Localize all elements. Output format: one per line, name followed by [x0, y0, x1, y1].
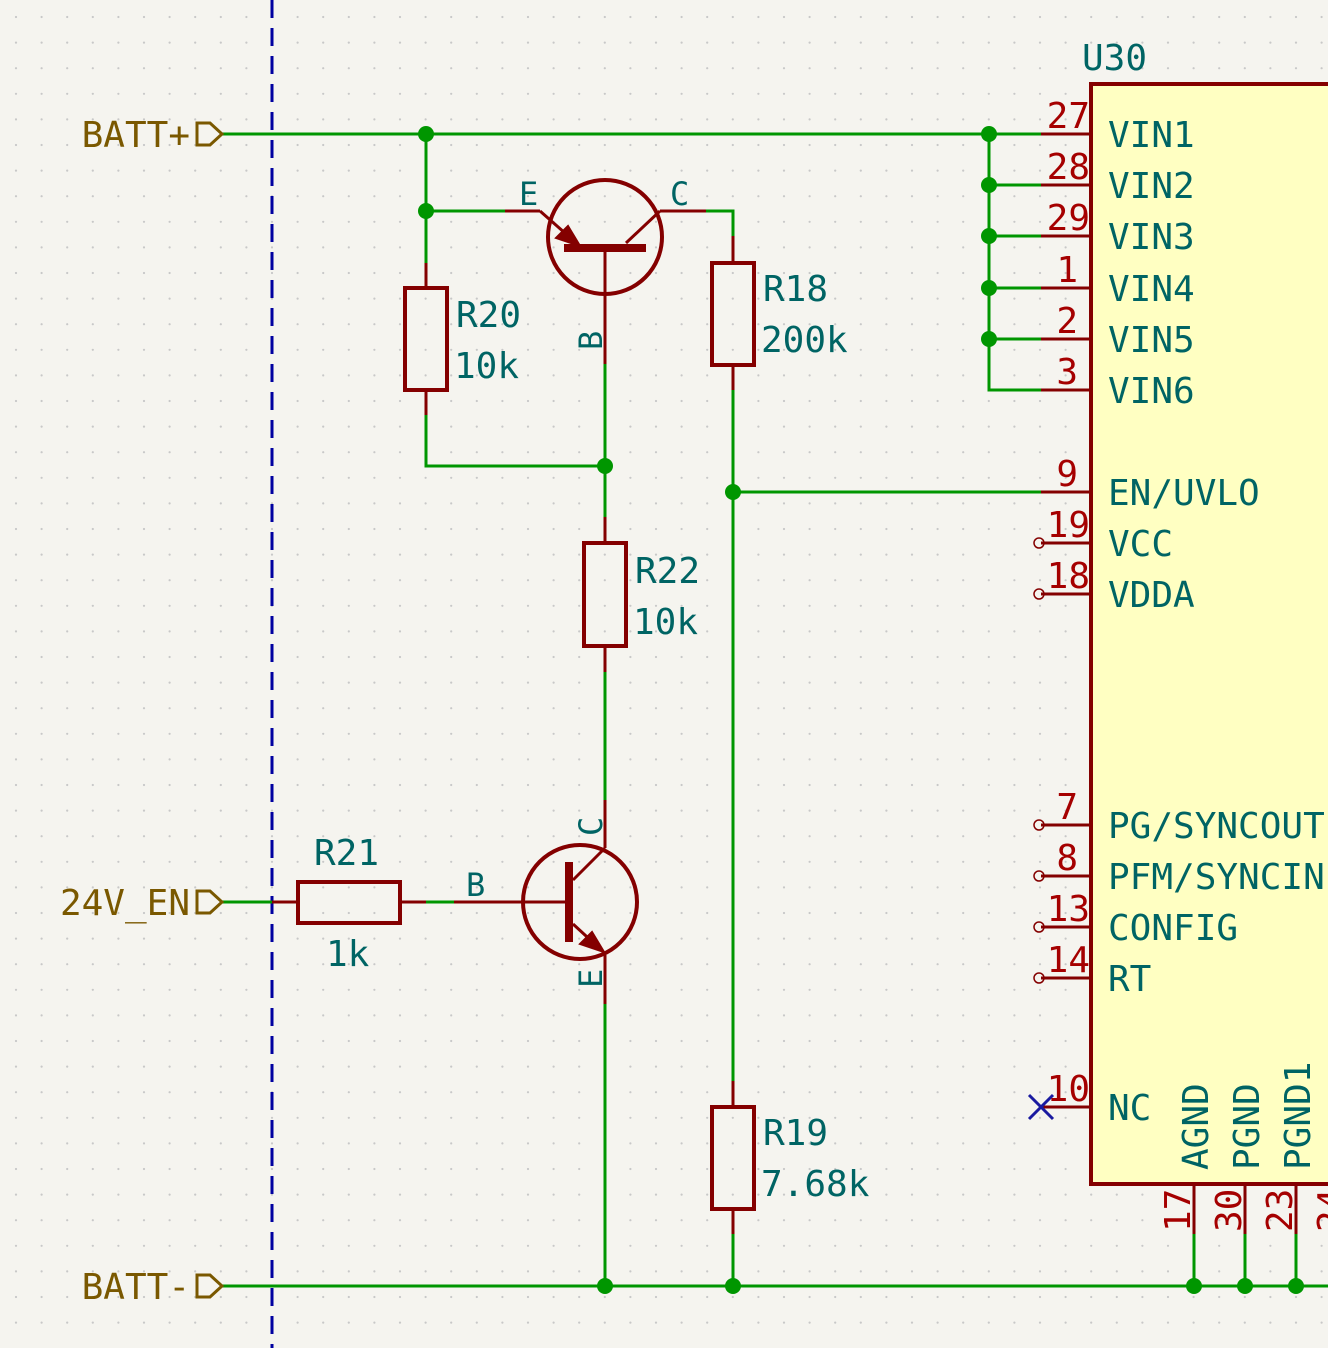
- svg-text:17: 17: [1158, 1189, 1199, 1232]
- no-connect-icon: [1027, 1093, 1055, 1121]
- r18-value: 200k: [761, 320, 848, 361]
- svg-text:PG/SYNCOUT: PG/SYNCOUT: [1108, 806, 1325, 847]
- svg-text:VIN4: VIN4: [1108, 269, 1195, 310]
- svg-text:VIN6: VIN6: [1108, 371, 1195, 412]
- svg-text:PGND: PGND: [1227, 1083, 1268, 1170]
- npn-base-label: B: [466, 866, 485, 904]
- svg-text:27: 27: [1047, 96, 1090, 137]
- r22-value: 10k: [633, 602, 698, 643]
- svg-text:10: 10: [1047, 1069, 1090, 1110]
- pnp-transistor[interactable]: E C B: [505, 175, 706, 364]
- wires: [222, 132, 1328, 1288]
- resistor-r19[interactable]: R19 7.68k: [710, 1081, 870, 1234]
- svg-text:VDDA: VDDA: [1108, 575, 1195, 616]
- ic-unconnected-pin-markers: [1033, 537, 1045, 984]
- ic-left-pin-names: VIN1 VIN2 VIN3 VIN4 VIN5 VIN6 EN/UVLO VC…: [1108, 115, 1325, 1129]
- svg-text:7: 7: [1056, 787, 1078, 828]
- resistor-r21[interactable]: R21 1k: [272, 833, 426, 975]
- svg-text:BATT+: BATT+: [82, 115, 190, 156]
- resistor-r20[interactable]: R20 10k: [403, 263, 521, 415]
- svg-text:PFM/SYNCIN: PFM/SYNCIN: [1108, 857, 1325, 898]
- ic-bottom-pin-numbers: 17 30 23 24: [1158, 1189, 1328, 1232]
- r19-ref: R19: [763, 1113, 828, 1154]
- svg-text:19: 19: [1047, 505, 1090, 546]
- resistor-r18[interactable]: R18 200k: [710, 236, 848, 390]
- r21-value: 1k: [326, 934, 370, 975]
- svg-text:AGND: AGND: [1176, 1083, 1217, 1170]
- ic-u30-body[interactable]: [1089, 82, 1328, 1186]
- svg-text:VIN1: VIN1: [1108, 115, 1195, 156]
- ic-bottom-pin-names: AGND PGND PGND1: [1176, 1062, 1319, 1170]
- svg-text:24V_EN: 24V_EN: [60, 883, 190, 924]
- r18-ref: R18: [763, 269, 828, 310]
- pnp-base-label: B: [572, 331, 610, 350]
- svg-text:30: 30: [1209, 1189, 1250, 1232]
- svg-text:BATT-: BATT-: [82, 1267, 190, 1308]
- ic-u30-bottom-pins: [1192, 1184, 1298, 1234]
- npn-emitter-label: E: [572, 969, 610, 988]
- svg-text:9: 9: [1056, 454, 1078, 495]
- svg-text:RT: RT: [1108, 959, 1151, 1000]
- junction-dots: [418, 126, 1304, 1294]
- svg-text:2: 2: [1056, 301, 1078, 342]
- svg-text:NC: NC: [1108, 1088, 1151, 1129]
- svg-text:1: 1: [1056, 250, 1078, 291]
- r19-value: 7.68k: [761, 1164, 870, 1205]
- svg-text:PGND1: PGND1: [1278, 1062, 1319, 1170]
- svg-text:23: 23: [1260, 1189, 1301, 1232]
- npn-transistor[interactable]: B C E: [454, 800, 639, 1004]
- r22-ref: R22: [635, 551, 700, 592]
- svg-text:13: 13: [1047, 889, 1090, 930]
- svg-text:CONFIG: CONFIG: [1108, 908, 1238, 949]
- svg-text:3: 3: [1056, 352, 1078, 393]
- r20-ref: R20: [456, 295, 521, 336]
- global-label-batt-pos[interactable]: BATT+: [82, 115, 225, 156]
- svg-text:8: 8: [1056, 838, 1078, 879]
- r21-ref: R21: [314, 833, 379, 874]
- global-label-24v-en[interactable]: 24V_EN: [60, 883, 225, 924]
- svg-text:EN/UVLO: EN/UVLO: [1108, 473, 1260, 514]
- svg-text:VIN2: VIN2: [1108, 166, 1195, 207]
- svg-text:18: 18: [1047, 556, 1090, 597]
- r20-value: 10k: [454, 346, 519, 387]
- svg-text:29: 29: [1047, 198, 1090, 239]
- svg-text:14: 14: [1047, 940, 1090, 981]
- resistor-r22[interactable]: R22 10k: [582, 517, 700, 672]
- svg-text:24: 24: [1311, 1189, 1328, 1232]
- svg-text:VIN3: VIN3: [1108, 217, 1195, 258]
- svg-text:28: 28: [1047, 147, 1090, 188]
- ic-u30-ref: U30: [1082, 38, 1147, 79]
- pnp-emitter-label: E: [519, 175, 538, 213]
- svg-text:VIN5: VIN5: [1108, 320, 1195, 361]
- ic-left-pin-numbers: 27 28 29 1 2 3 9 19 18 7 8 13 14 10: [1047, 96, 1090, 1110]
- svg-text:VCC: VCC: [1108, 524, 1173, 565]
- pnp-collector-label: C: [670, 175, 689, 213]
- global-label-batt-neg[interactable]: BATT-: [82, 1267, 225, 1308]
- npn-collector-label: C: [572, 817, 610, 836]
- ic-u30-left-pins: [1041, 132, 1091, 1109]
